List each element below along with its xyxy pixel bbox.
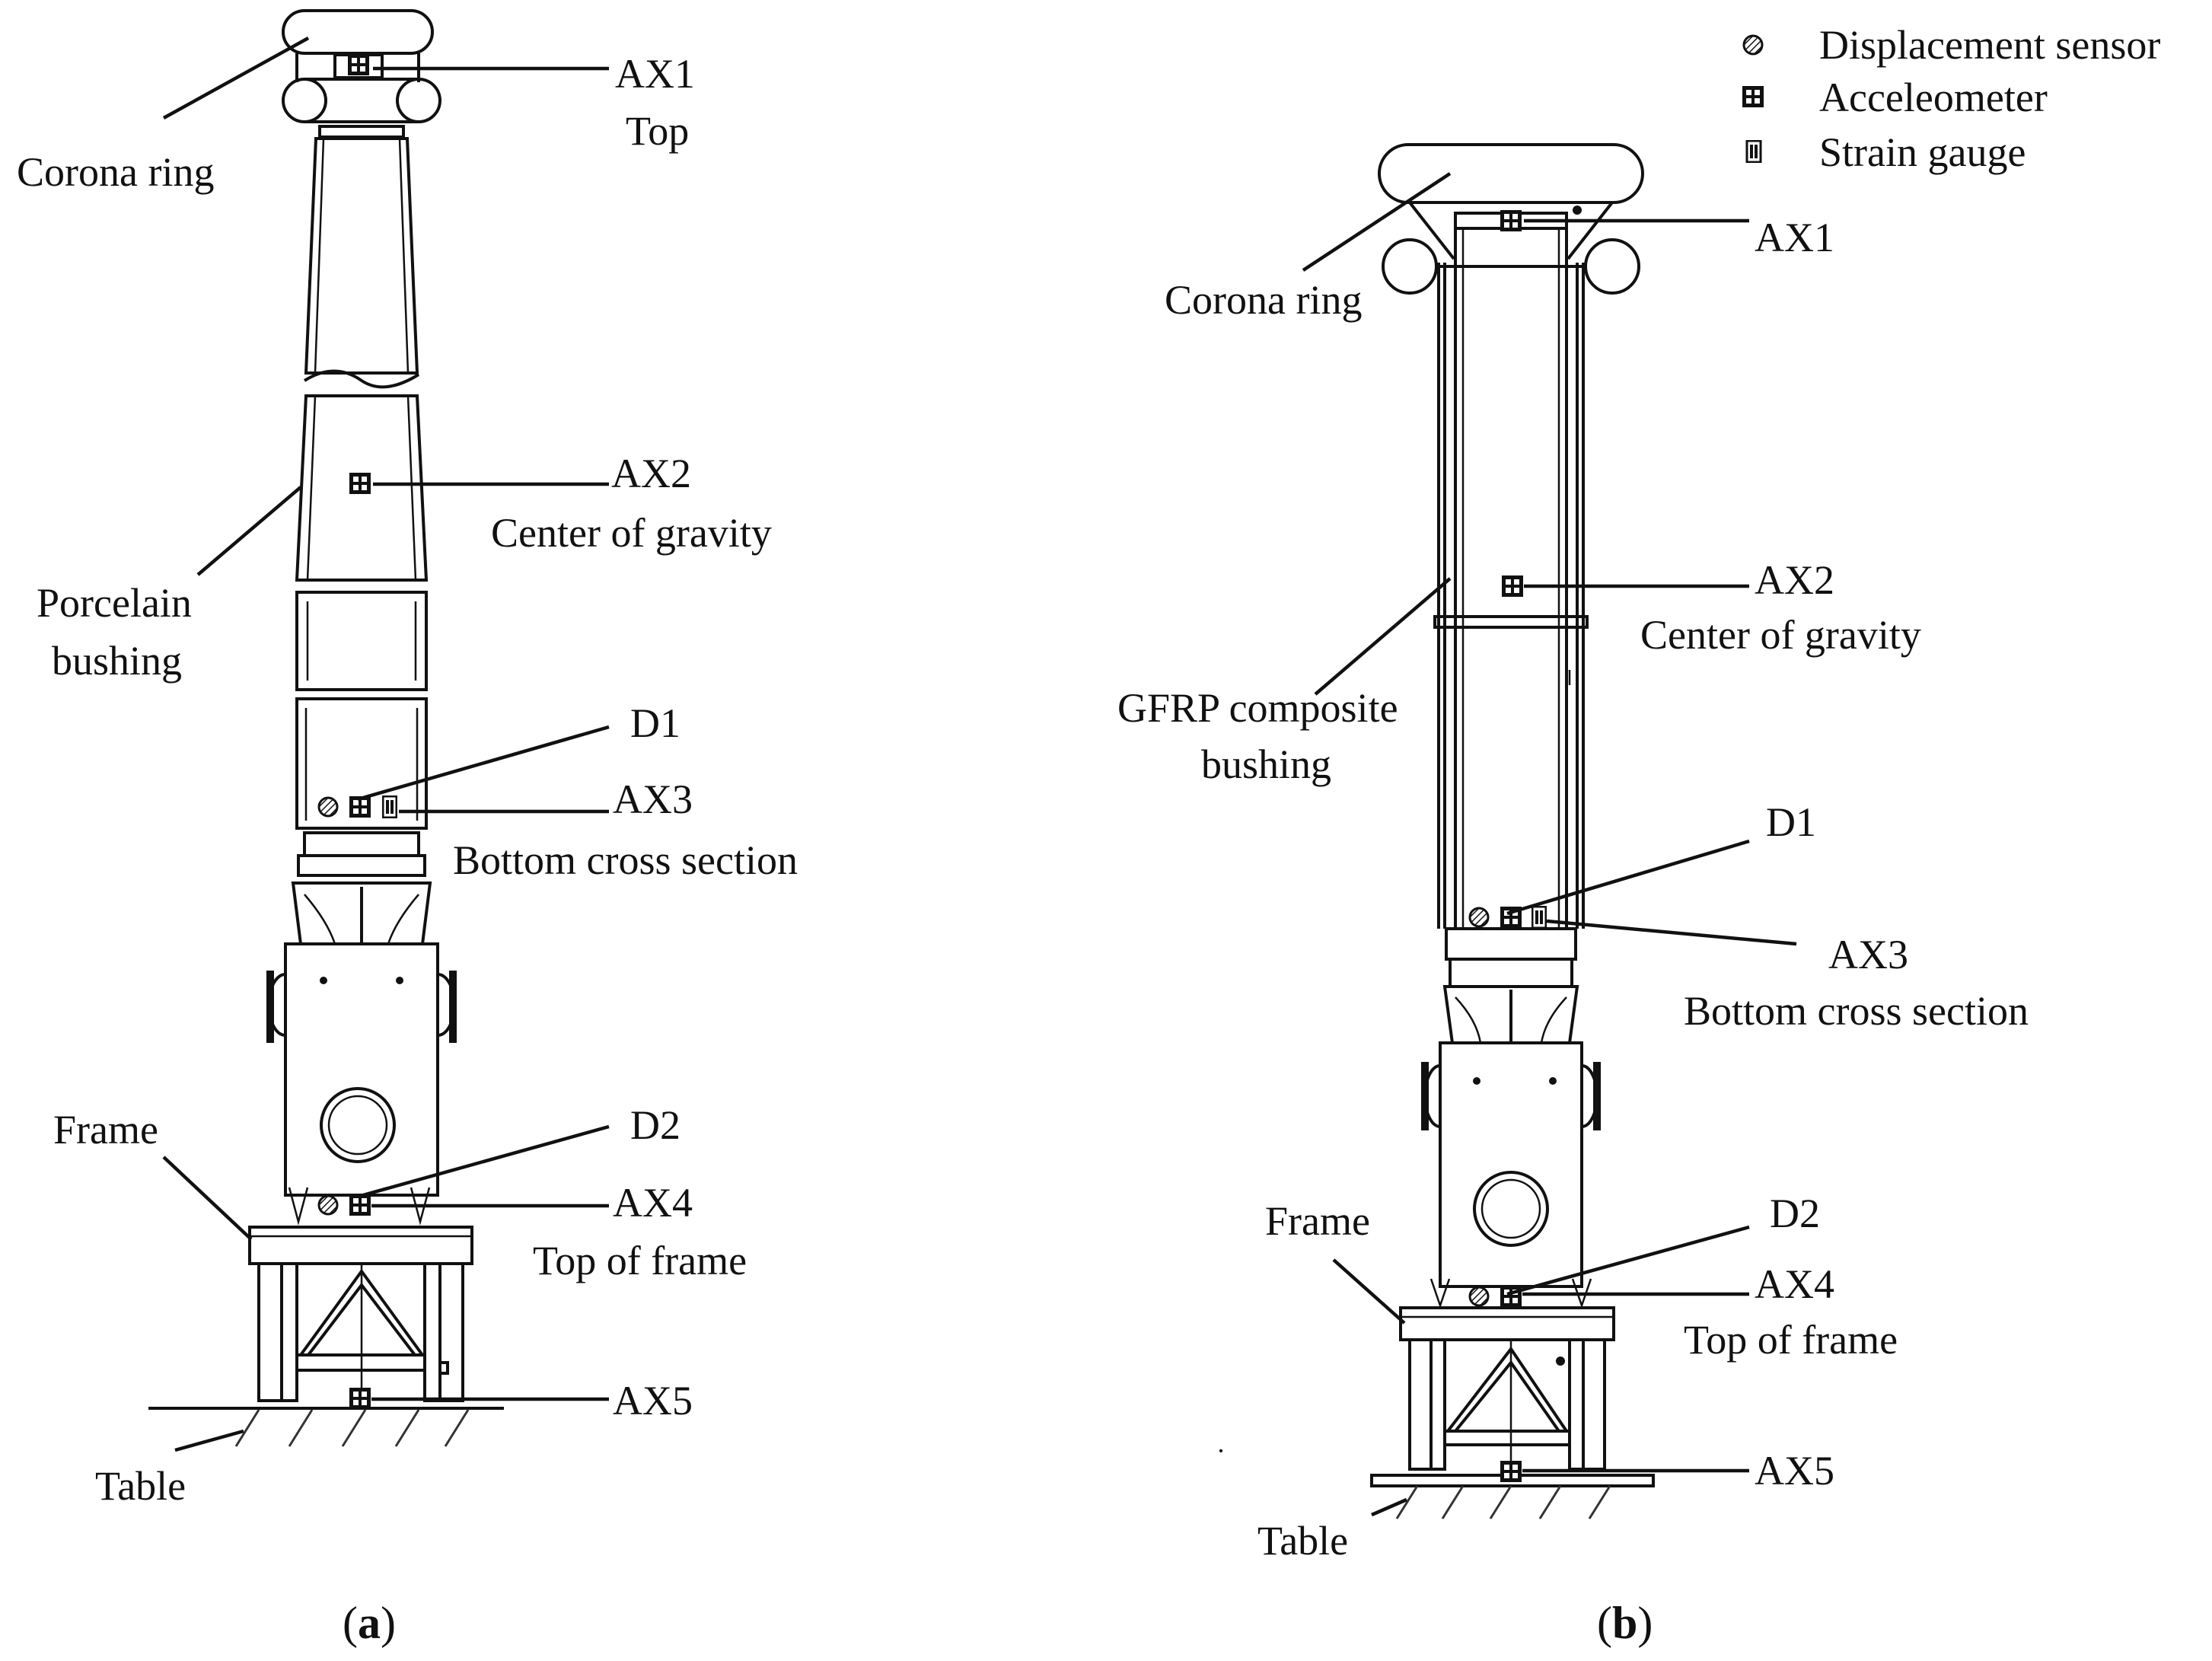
panel-a-caption: (a) [343,1598,396,1648]
panel-b-turret [1421,985,1601,1309]
panel-b-d1-label: D1 [1766,799,1816,845]
legend-accelerometer: Acceleometer [1819,75,2048,120]
panel-b-bushing-label-2: bushing [1201,741,1331,787]
panel-b-ax3-desc: Bottom cross section [1684,988,2029,1034]
panel-a-frame [248,1226,473,1402]
panel-b-ax5-accelerometer-icon [1500,1461,1522,1482]
panel-b-corona-ring-label: Corona ring [1165,277,1362,323]
panel-b-leaders [1302,172,1797,1517]
panel-b-ax3-label: AX3 [1828,932,1908,977]
panel-b-ax2-accelerometer-icon [1502,575,1523,597]
panel-b-ax2-label: AX2 [1755,557,1834,603]
panel-a-frame-label: Frame [53,1107,158,1152]
panel-b-ax1-label: AX1 [1755,215,1834,260]
panel-a-d1-sensor-icon [317,796,339,818]
panel-a-ax5-accelerometer-icon [349,1388,371,1409]
legend: Displacement sensor Acceleometer Strain … [1742,22,2160,175]
panel-b-drawing: · Corona ring AX1 AX2 Center of gravity … [1117,143,2029,1648]
panel-a-ax4-desc: Top of frame [533,1238,747,1283]
panel-b-ax2-desc: Center of gravity [1640,612,1921,658]
panel-b-frame [1399,1306,1615,1471]
panel-a-bushing-label-1: Porcelain [37,580,192,626]
panel-b-d1-sensor-icon [1468,907,1490,928]
panel-a-porcelain-bushing [295,137,429,877]
panel-a-strain-gauge-icon [382,795,397,818]
panel-b-d2-label: D2 [1770,1191,1820,1236]
panel-a-d2-sensor-icon [317,1194,339,1216]
panel-a-table [148,1407,504,1447]
panel-b-stray-mark: · [1216,1436,1226,1466]
panel-b-corona-ring [1378,143,1644,295]
panel-a-bushing-label-2: bushing [52,638,182,684]
panel-a-ax4-label: AX4 [613,1180,693,1226]
panel-a-ax2-accelerometer-icon [349,473,371,494]
panel-a-d1-label: D1 [630,700,680,746]
panel-a-ax2-label: AX2 [611,451,691,496]
panel-b-d2-sensor-icon [1468,1286,1490,1307]
panel-b-ax4-label: AX4 [1755,1261,1834,1307]
panel-a-ax2-desc: Center of gravity [491,510,772,556]
panel-b-ax1-accelerometer-icon [1500,210,1522,231]
accelerometer-icon [1742,86,1764,107]
panel-b-ax5-label: AX5 [1755,1448,1834,1494]
displacement-sensor-icon [1742,34,1764,56]
panel-a-ax1-accelerometer-icon [348,54,369,75]
panel-b-ax4-accelerometer-icon [1500,1286,1522,1307]
panel-a-ax3-desc: Bottom cross section [453,837,798,883]
panel-a-table-label: Table [95,1463,186,1509]
panel-b-bushing-label-1: GFRP composite [1117,685,1398,731]
panel-b-table-label: Table [1257,1518,1348,1564]
legend-displacement-sensor: Displacement sensor [1819,22,2160,68]
panel-b-ax4-desc: Top of frame [1684,1317,1898,1363]
strain-gauge-icon [1745,140,1762,163]
panel-a-leaders [162,37,610,1452]
panel-a-turret [266,882,457,1226]
panel-a-ax5-label: AX5 [613,1378,693,1423]
panel-a-d2-label: D2 [630,1102,680,1148]
panel-a-ax1-label: AX1 [615,51,695,97]
panel-a-drawing: Corona ring AX1 Top AX2 Center of gravit… [17,9,798,1648]
panel-b-caption: (b) [1597,1598,1653,1648]
panel-a-ax3-label: AX3 [613,776,693,822]
legend-strain-gauge: Strain gauge [1819,129,2026,175]
panel-b-composite-bushing [1433,227,1589,988]
panel-a-ax1-desc: Top [626,108,689,154]
panel-a-corona-ring-label: Corona ring [17,149,214,195]
panel-b-strain-gauge-icon [1532,906,1547,929]
panel-b-frame-label: Frame [1265,1198,1370,1244]
